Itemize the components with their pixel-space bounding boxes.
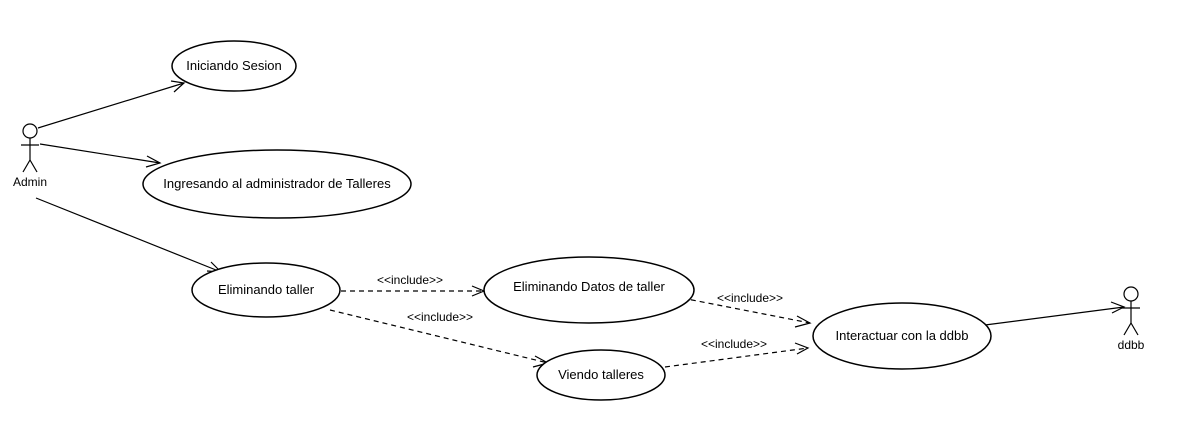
- actor-admin-label: Admin: [13, 175, 47, 189]
- use-case-viendo-talleres: Viendo talleres: [536, 349, 666, 401]
- use-case-eliminando-taller-label: Eliminando taller: [218, 282, 315, 297]
- include-viendo-interactuar: <<include>>: [664, 337, 810, 368]
- include-label: <<include>>: [377, 273, 443, 287]
- use-case-viendo-talleres-label: Viendo talleres: [558, 367, 644, 382]
- association-interactuar-ddbb: [984, 301, 1126, 326]
- include-datos-interactuar: <<include>>: [681, 291, 812, 328]
- actor-admin-right-leg: [29, 159, 38, 173]
- use-case-ingresando-administrador-label: Ingresando al administrador de Talleres: [163, 176, 391, 191]
- use-case-interactuar-ddbb: Interactuar con la ddbb: [812, 302, 992, 370]
- association-admin-iniciando: [37, 80, 186, 129]
- actor-ddbb-left-leg: [1123, 322, 1132, 336]
- actor-admin: Admin: [13, 123, 47, 189]
- use-case-iniciando-sesion-label: Iniciando Sesion: [186, 58, 281, 73]
- actor-admin-left-leg: [22, 159, 31, 173]
- include-label: <<include>>: [717, 291, 783, 305]
- use-case-iniciando-sesion: Iniciando Sesion: [171, 40, 297, 92]
- include-label: <<include>>: [407, 310, 473, 324]
- include-eliminando-taller-viendo: <<include>>: [329, 309, 550, 368]
- use-case-interactuar-ddbb-label: Interactuar con la ddbb: [836, 328, 969, 343]
- association-admin-ingresando: [39, 143, 162, 168]
- use-case-eliminando-datos-label: Eliminando Datos de taller: [513, 279, 665, 294]
- actor-ddbb-head: [1123, 286, 1139, 302]
- actor-ddbb-label: ddbb: [1118, 338, 1145, 352]
- actor-ddbb-right-leg: [1130, 322, 1139, 336]
- actor-ddbb: ddbb: [1118, 286, 1145, 352]
- use-case-eliminando-datos: Eliminando Datos de taller: [483, 256, 695, 324]
- use-case-ingresando-administrador: Ingresando al administrador de Talleres: [142, 149, 412, 219]
- actor-admin-head: [22, 123, 38, 139]
- include-label: <<include>>: [701, 337, 767, 351]
- use-case-eliminando-taller: Eliminando taller: [191, 262, 341, 318]
- include-eliminando-taller-datos: <<include>>: [341, 273, 486, 297]
